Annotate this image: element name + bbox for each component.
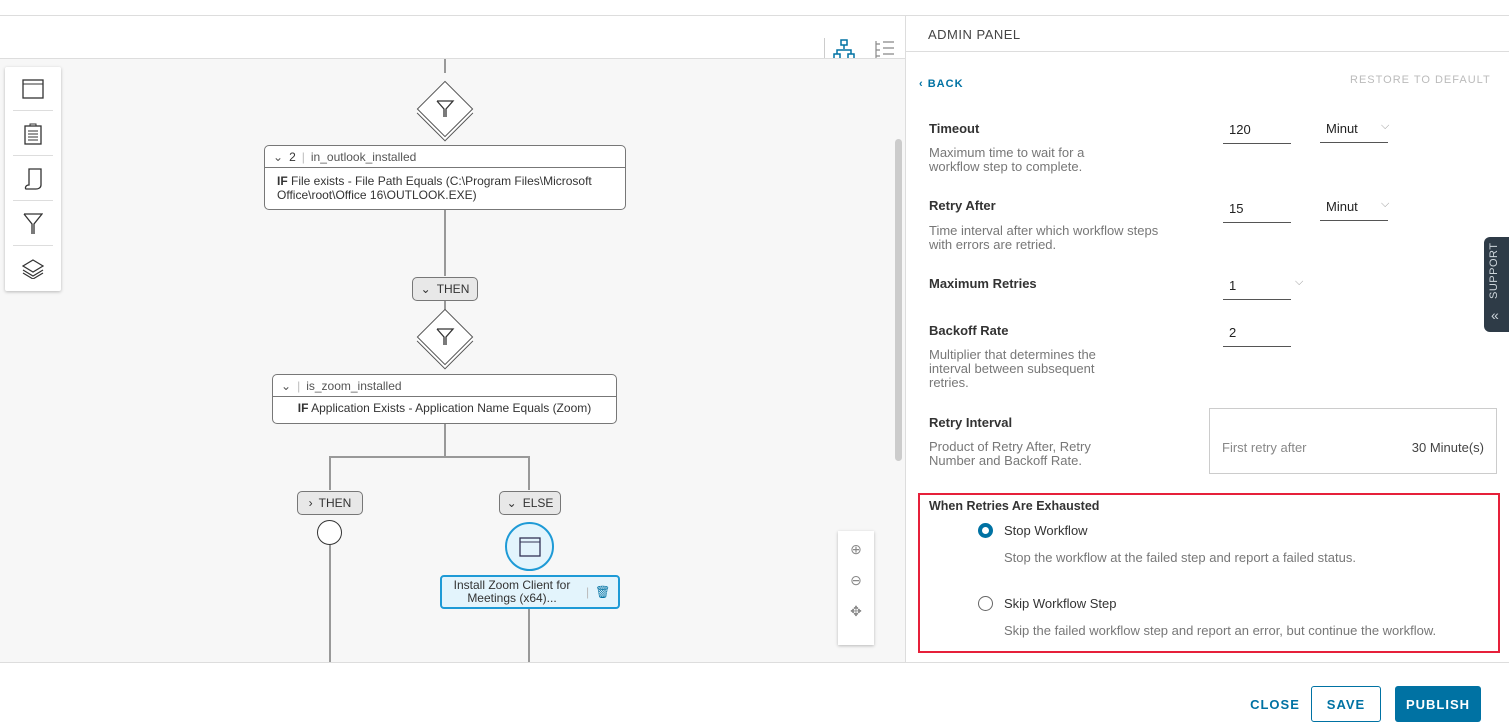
branch-label: ELSE [522,496,554,510]
palette-item-filter[interactable] [13,202,53,246]
retry-after-input[interactable]: 15 [1223,201,1291,223]
filter-icon [23,212,43,234]
window-icon [519,537,541,557]
retry-after-description: Time interval after which workflow steps… [929,223,1159,252]
max-retries-select[interactable]: 1 [1223,278,1291,300]
filter-icon [436,100,455,117]
else-branch-toggle[interactable]: ⌄ ELSE [499,491,561,515]
scrollbar[interactable] [895,139,902,461]
layers-icon [22,259,44,279]
max-retries-label: Maximum Retries [929,276,1037,291]
application-step-icon[interactable] [505,522,554,571]
timeout-unit-select[interactable]: Minut [1320,121,1388,143]
if-keyword: IF [277,174,288,188]
chevron-left-icon: ‹ [919,78,928,90]
retry-interval-box: First retry after 30 Minute(s) [1209,408,1497,474]
chevron-down-icon: ⌵ [1381,198,1390,210]
skip-step-description: Skip the failed workflow step and report… [1004,623,1437,638]
retry-interval-description: Product of Retry After, Retry Number and… [929,439,1091,468]
palette-item-script[interactable] [13,157,53,201]
zoom-in-icon[interactable]: ⊕ [850,541,862,557]
timeout-description: Maximum time to wait for a workflow step… [929,145,1085,174]
condition-node-outlook[interactable]: ⌄2|in_outlook_installed IF File exists -… [264,145,626,210]
timeout-label: Timeout [929,121,980,136]
branch-label: THEN [318,496,352,510]
branch-label: THEN [436,282,470,296]
divider [0,15,1509,16]
chevron-down-icon: ⌄ [420,282,431,296]
backoff-rate-description: Multiplier that determines the interval … [929,347,1096,390]
retry-after-label: Retry After [929,198,996,213]
publish-button[interactable]: PUBLISH [1395,686,1481,722]
then-branch-toggle[interactable]: ⌄ THEN [412,277,478,301]
first-retry-value: 30 Minute(s) [1411,440,1484,455]
backoff-rate-label: Backoff Rate [929,323,1009,338]
footer-bar: CLOSE SAVE PUBLISH [0,662,1509,728]
palette-item-application[interactable] [13,67,53,111]
retries-exhausted-label: When Retries Are Exhausted [929,499,1100,513]
chevron-down-icon: ⌵ [1295,276,1304,288]
support-tab[interactable]: SUPPORT « [1484,237,1509,332]
zoom-out-icon[interactable]: ⊖ [850,572,862,588]
skip-step-label[interactable]: Skip Workflow Step [1004,596,1117,611]
chevron-down-icon: ⌵ [1381,120,1390,132]
node-number: 2 [289,149,296,164]
step-node-install-zoom[interactable]: Install Zoom Client for Meetings (x64)..… [440,575,620,609]
restore-default-button[interactable]: RESTORE TO DEFAULT [1350,74,1491,86]
stop-workflow-radio[interactable] [978,523,993,538]
panel-title: ADMIN PANEL [928,27,1021,42]
chevron-double-left-icon: « [1491,307,1499,323]
first-retry-label: First retry after [1222,440,1307,455]
list-tree-icon[interactable] [874,39,896,61]
admin-panel: ADMIN PANEL ‹ BACK RESTORE TO DEFAULT Ti… [905,16,1509,662]
stop-workflow-description: Stop the workflow at the failed step and… [1004,550,1356,565]
chevron-down-icon[interactable]: ⌄ [281,378,292,393]
divider [824,38,825,68]
support-label: SUPPORT [1488,242,1500,299]
node-condition: Application Exists - Application Name Eq… [311,401,592,415]
palette-item-layers[interactable] [13,247,53,291]
filter-icon [436,328,455,345]
backoff-rate-input[interactable]: 2 [1223,325,1291,347]
retry-interval-label: Retry Interval [929,415,1013,430]
palette-item-clipboard[interactable] [13,112,53,156]
node-name: is_zoom_installed [306,378,402,393]
fit-to-screen-icon[interactable]: ✥ [850,603,862,619]
node-name: in_outlook_installed [310,149,417,164]
chevron-right-icon: › [308,496,313,510]
clipboard-icon [24,123,42,145]
retry-after-unit-select[interactable]: Minut [1320,199,1388,221]
step-palette [5,67,61,291]
window-icon [22,78,44,99]
step-label: Install Zoom Client for Meetings (x64)..… [453,578,571,605]
timeout-input[interactable]: 120 [1223,122,1291,144]
highlight-box [918,493,1500,653]
chevron-down-icon[interactable]: ⌄ [273,149,284,164]
trash-icon[interactable]: 🗑 [595,585,611,599]
node-condition: File exists - File Path Equals (C:\Progr… [277,174,592,202]
stop-workflow-label[interactable]: Stop Workflow [1004,523,1088,538]
skip-step-radio[interactable] [978,596,993,611]
workflow-canvas[interactable]: ⌄2|in_outlook_installed IF File exists -… [0,58,905,662]
if-keyword: IF [297,401,309,415]
save-button[interactable]: SAVE [1311,686,1381,722]
back-link[interactable]: ‹ BACK [919,78,964,90]
zoom-controls: ⊕ ⊖ ✥ [838,531,874,645]
canvas-toolbar [0,16,905,68]
step-node-collapsed[interactable] [317,520,342,545]
close-button[interactable]: CLOSE [1250,696,1300,712]
then-branch-toggle[interactable]: › THEN [297,491,363,515]
chevron-down-icon: ⌄ [506,496,517,510]
script-icon [24,167,42,190]
condition-node-zoom[interactable]: ⌄|is_zoom_installed IF Application Exist… [272,374,617,424]
